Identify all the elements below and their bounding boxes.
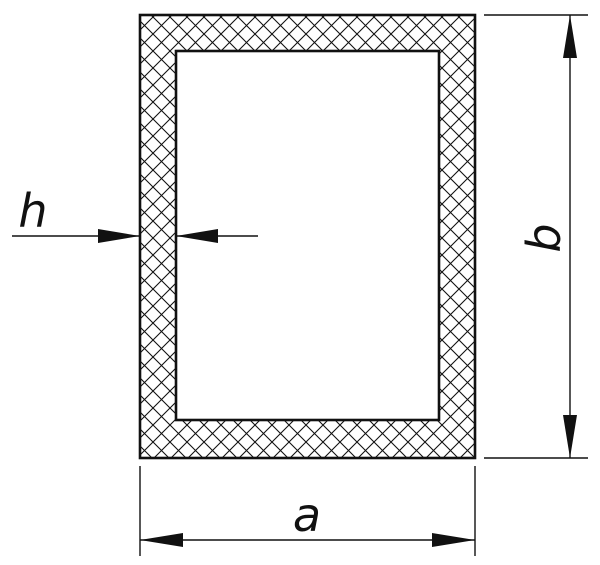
arrowhead-b-top — [563, 15, 577, 58]
dimension-b: b — [484, 14, 588, 459]
arrowhead-a-left — [140, 533, 183, 547]
arrowhead-a-right — [432, 533, 475, 547]
dimension-a: a — [139, 466, 476, 556]
label-h: h — [18, 184, 47, 238]
dimension-h: h — [12, 184, 258, 243]
arrowhead-h-right — [176, 229, 218, 243]
arrowhead-b-bottom — [563, 415, 577, 458]
arrowhead-h-left — [98, 229, 140, 243]
label-b: b — [517, 223, 571, 252]
label-a: a — [293, 488, 321, 542]
